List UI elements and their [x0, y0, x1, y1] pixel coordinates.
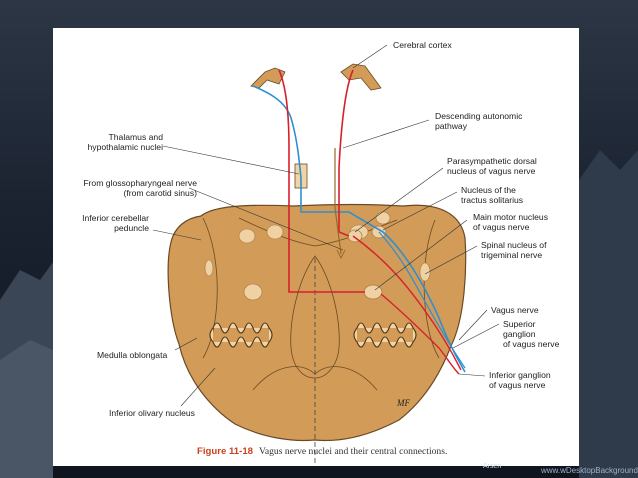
nucleus-blob — [238, 228, 256, 244]
label-vagus-nerve: Vagus nerve — [491, 305, 539, 315]
figure-number: Figure 11-18 — [197, 446, 253, 457]
artist-signature: MF — [397, 398, 410, 408]
right-peduncle-outline — [423, 219, 440, 359]
nucleus-blob — [266, 224, 284, 240]
sensory-branch — [378, 231, 466, 369]
motor-pathway-left — [278, 69, 365, 293]
right-cortex-fragment — [340, 63, 382, 91]
figure-caption-text: Vagus nerve nuclei and their central con… — [259, 446, 448, 457]
medulla-section — [167, 203, 467, 442]
nucleus-blob — [204, 259, 214, 277]
label-medulla: Medulla oblongata — [97, 350, 168, 360]
left-peduncle-outline — [202, 217, 218, 359]
motor-efferent — [352, 235, 462, 371]
nucleus-blob — [243, 283, 263, 301]
descending-arrow — [336, 249, 346, 260]
nucleus-blob — [375, 211, 391, 225]
motor-efferent-2 — [380, 293, 460, 375]
descending-autonomic — [334, 148, 342, 255]
label-inferior-olivary: Inferior olivary nucleus — [109, 408, 195, 418]
figure-caption: Figure 11-18 Vagus nerve nuclei and their… — [197, 446, 447, 457]
watermark: www.wDesktopBackground.com — [541, 466, 638, 475]
pyramid-outline — [290, 255, 340, 379]
left-olivary-nucleus — [209, 322, 273, 348]
spinal-trigeminal-nucleus — [419, 262, 431, 282]
motor-pathway-right — [338, 69, 354, 237]
right-olivary-nucleus — [353, 322, 417, 348]
credit-text: Arsen — [483, 463, 502, 470]
label-glossopharyngeal: From glossopharyngeal nerve(from carotid… — [83, 178, 197, 198]
vagus-diagram — [152, 44, 500, 466]
label-cerebral-cortex: Cerebral cortex — [393, 40, 452, 50]
leader-lines — [152, 44, 500, 407]
